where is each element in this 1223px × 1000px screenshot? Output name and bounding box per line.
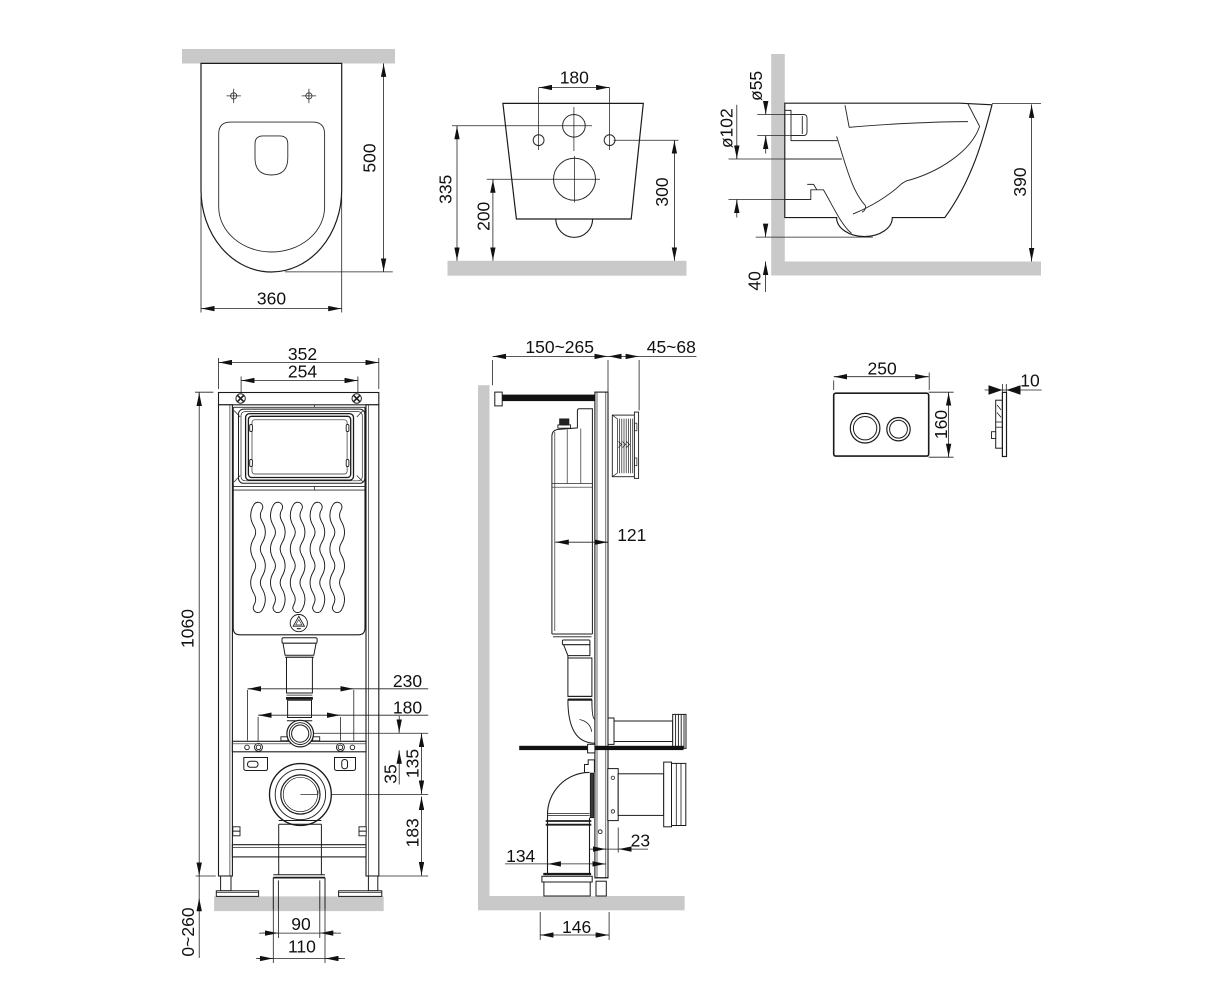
svg-text:0~260: 0~260 [178,907,198,956]
svg-text:10: 10 [1020,370,1040,390]
svg-text:40: 40 [745,271,765,291]
svg-text:352: 352 [288,344,317,364]
svg-text:146: 146 [562,917,591,937]
svg-text:45~68: 45~68 [647,337,696,357]
svg-text:230: 230 [393,671,422,691]
svg-text:160: 160 [931,410,951,439]
svg-text:134: 134 [506,846,535,866]
svg-text:1060: 1060 [178,609,198,648]
svg-text:254: 254 [288,362,317,382]
svg-text:35: 35 [380,764,400,783]
svg-text:ø55: ø55 [746,71,766,101]
svg-text:390: 390 [1010,167,1030,196]
svg-text:180: 180 [393,697,422,717]
svg-text:250: 250 [867,358,896,378]
svg-text:180: 180 [560,67,589,87]
svg-text:110: 110 [288,937,316,957]
svg-text:335: 335 [436,175,456,204]
svg-text:23: 23 [631,830,650,850]
svg-text:90: 90 [291,914,311,934]
svg-text:150~265: 150~265 [525,337,594,357]
svg-text:300: 300 [652,177,672,206]
svg-text:183: 183 [402,818,422,847]
svg-text:500: 500 [360,143,380,172]
svg-text:200: 200 [473,201,493,230]
svg-text:360: 360 [257,289,286,309]
svg-text:121: 121 [617,525,646,545]
svg-text:135: 135 [402,749,422,778]
svg-text:ø102: ø102 [717,108,737,148]
